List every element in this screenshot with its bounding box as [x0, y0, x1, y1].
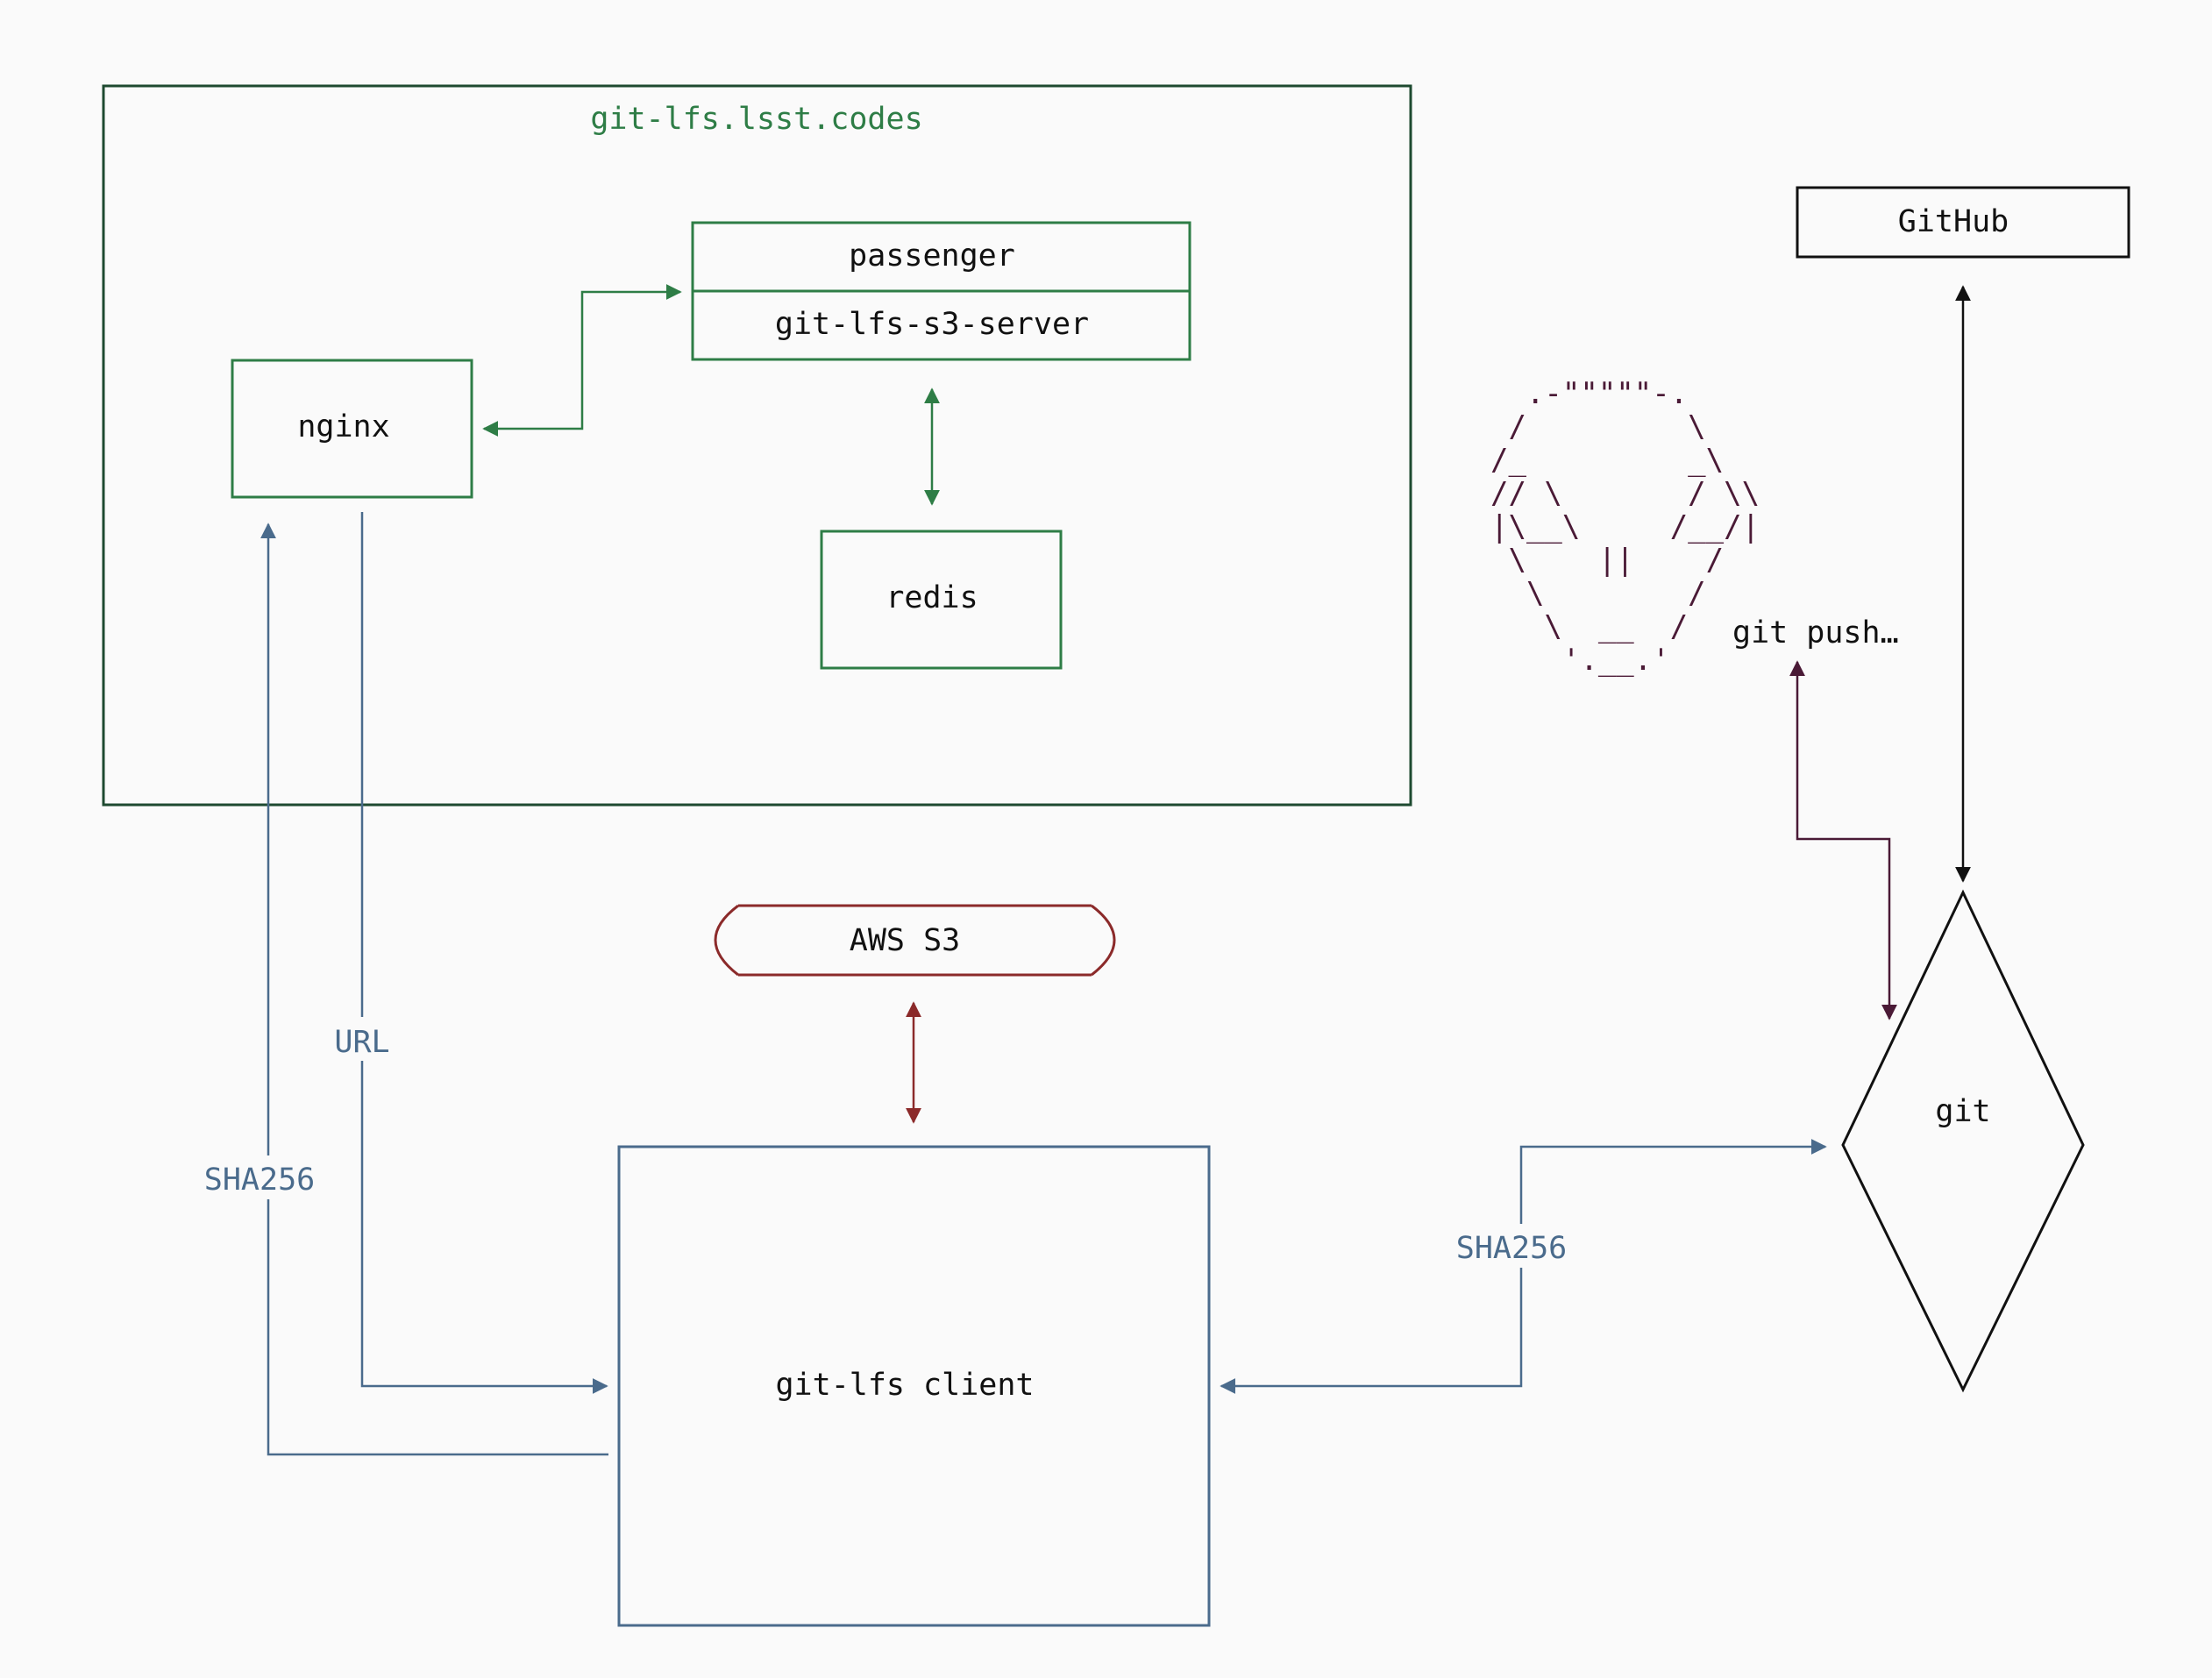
server-group: git-lfs.lsst.codes — [102, 84, 1412, 807]
alien-ascii-art: .-"""""-. / \ /_ _\// \ / \\|\__\ /__/| … — [1490, 376, 1760, 678]
server-group-frame — [102, 84, 1412, 807]
alien-ascii-line: / \ — [1490, 409, 1724, 444]
edge-label-sha256-right: SHA256 — [1456, 1231, 1567, 1266]
edge-nginx-passenger — [482, 284, 682, 437]
svg-text:.-"""""-. / \ /_: .-"""""-. / \ /_ _\// \ / \\|\__\ /__/| … — [1490, 376, 1760, 678]
edge-git-push — [1789, 660, 1897, 1020]
git-push-label: git push… — [1732, 615, 1899, 651]
alien-ascii-line: \ || / — [1490, 543, 1742, 578]
edge-label-sha256-left: SHA256 — [204, 1163, 315, 1198]
github-label: GitHub — [1898, 204, 2009, 239]
aws-s3-node[interactable]: AWS S3 — [714, 904, 1116, 977]
alien-ascii-line: .-"""""-. — [1490, 376, 1724, 411]
edge-nginx-client-url — [360, 512, 608, 1394]
alien-ascii-line: |\__\ /__/| — [1490, 509, 1760, 544]
alien-ascii-line: /_ _\ — [1490, 443, 1724, 478]
redis-label: redis — [886, 580, 978, 615]
github-node[interactable]: GitHub — [1796, 186, 2130, 259]
aws-s3-label: AWS S3 — [850, 923, 960, 958]
edge-label-url: URL — [334, 1025, 389, 1060]
git-lfs-client-node[interactable]: git-lfs client — [617, 1145, 1211, 1627]
alien-ascii-line: \ __ / — [1490, 609, 1742, 644]
alien-ascii-line: '.__.' — [1490, 643, 1742, 678]
redis-node[interactable]: redis — [820, 530, 1063, 670]
git-node[interactable]: git — [1841, 889, 2085, 1393]
alien-ascii-line: \ / — [1490, 576, 1742, 611]
git-lfs-s3-server-label: git-lfs-s3-server — [775, 307, 1089, 342]
git-label: git — [1935, 1094, 1990, 1129]
server-group-title: git-lfs.lsst.codes — [590, 102, 922, 137]
edge-client-nginx-sha256 — [260, 523, 608, 1456]
alien-ascii-line: // \ / \\ — [1490, 476, 1760, 511]
git-lfs-client-label: git-lfs client — [775, 1368, 1034, 1403]
nginx-label: nginx — [297, 409, 389, 444]
passenger-label: passenger — [849, 238, 1015, 274]
nginx-node[interactable]: nginx — [231, 359, 473, 499]
passenger-node[interactable]: passenger git-lfs-s3-server — [691, 221, 1191, 361]
